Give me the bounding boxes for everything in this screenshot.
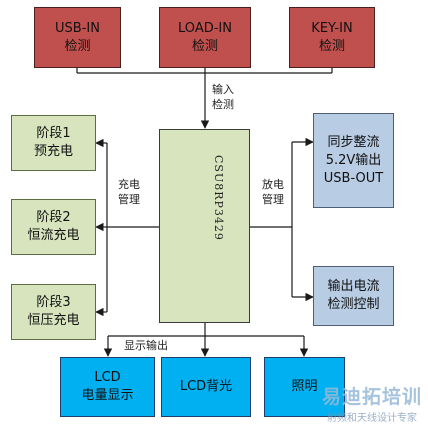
stage1-title: 阶段1: [36, 126, 71, 141]
load-in-label: LOAD-IN: [178, 20, 232, 36]
lcd-backlight-label: LCD背光: [179, 379, 233, 394]
key-in-detect-label: 检测: [318, 38, 345, 54]
watermark: 易迪拓培训 射频和天线设计专家: [322, 382, 422, 424]
lcd-title: LCD: [94, 370, 121, 385]
input-label-line2: 检测: [212, 98, 234, 111]
charge-management-label: 充电 管理: [118, 177, 140, 207]
output-current-title: 输出电流: [327, 279, 380, 294]
lcd-battery-display-block: LCD 电量显示: [60, 357, 155, 417]
stage2-title: 阶段2: [36, 210, 71, 225]
discharge-label-line2: 管理: [262, 193, 284, 206]
load-in-detect-block: LOAD-IN 检测: [159, 7, 251, 68]
stage3-cv-block: 阶段3 恒压充电: [11, 284, 96, 340]
watermark-title: 易迪拓培训: [321, 386, 422, 408]
discharge-label-line1: 放电: [262, 178, 284, 191]
chip-block: [159, 129, 250, 323]
charge-label-line1: 充电: [118, 178, 140, 191]
usb-in-label: USB-IN: [55, 20, 100, 36]
key-in-detect-block: KEY-IN 检测: [289, 7, 375, 68]
load-in-detect-label: 检测: [191, 38, 218, 54]
sync-rectifier-block: 同步整流 5.2V输出 USB-OUT: [313, 113, 394, 208]
input-label-line1: 输入: [212, 83, 234, 96]
discharge-management-label: 放电 管理: [262, 177, 284, 207]
stage2-desc: 恒流充电: [27, 228, 80, 243]
stage2-cc-block: 阶段2 恒流充电: [11, 199, 96, 255]
sync-rectifier-voltage: 5.2V输出: [325, 152, 382, 168]
stage3-title: 阶段3: [36, 295, 71, 310]
key-in-label: KEY-IN: [311, 20, 353, 36]
lcd-backlight-block: LCD背光: [161, 357, 251, 417]
stage3-desc: 恒压充电: [27, 313, 80, 328]
stage1-desc: 预充电: [33, 144, 73, 159]
output-current-desc: 检测控制: [327, 297, 380, 312]
lighting-block: 照明: [264, 357, 345, 417]
sync-rectifier-port: USB-OUT: [323, 170, 384, 186]
sync-rectifier-title: 同步整流: [327, 134, 380, 150]
charge-label-line2: 管理: [118, 193, 140, 206]
chip-label: CSU8RP3429: [212, 155, 225, 241]
watermark-subtitle: 射频和天线设计专家: [326, 413, 417, 424]
input-detect-label: 输入 检测: [212, 82, 234, 112]
lighting-label: 照明: [291, 379, 318, 394]
display-output-label: 显示输出: [124, 339, 168, 352]
usb-in-detect-label: 检测: [64, 38, 91, 54]
lcd-battery-label: 电量显示: [81, 388, 134, 403]
output-current-block: 输出电流 检测控制: [313, 266, 394, 326]
usb-in-detect-block: USB-IN 检测: [34, 7, 121, 68]
stage1-precharge-block: 阶段1 预充电: [11, 115, 96, 171]
